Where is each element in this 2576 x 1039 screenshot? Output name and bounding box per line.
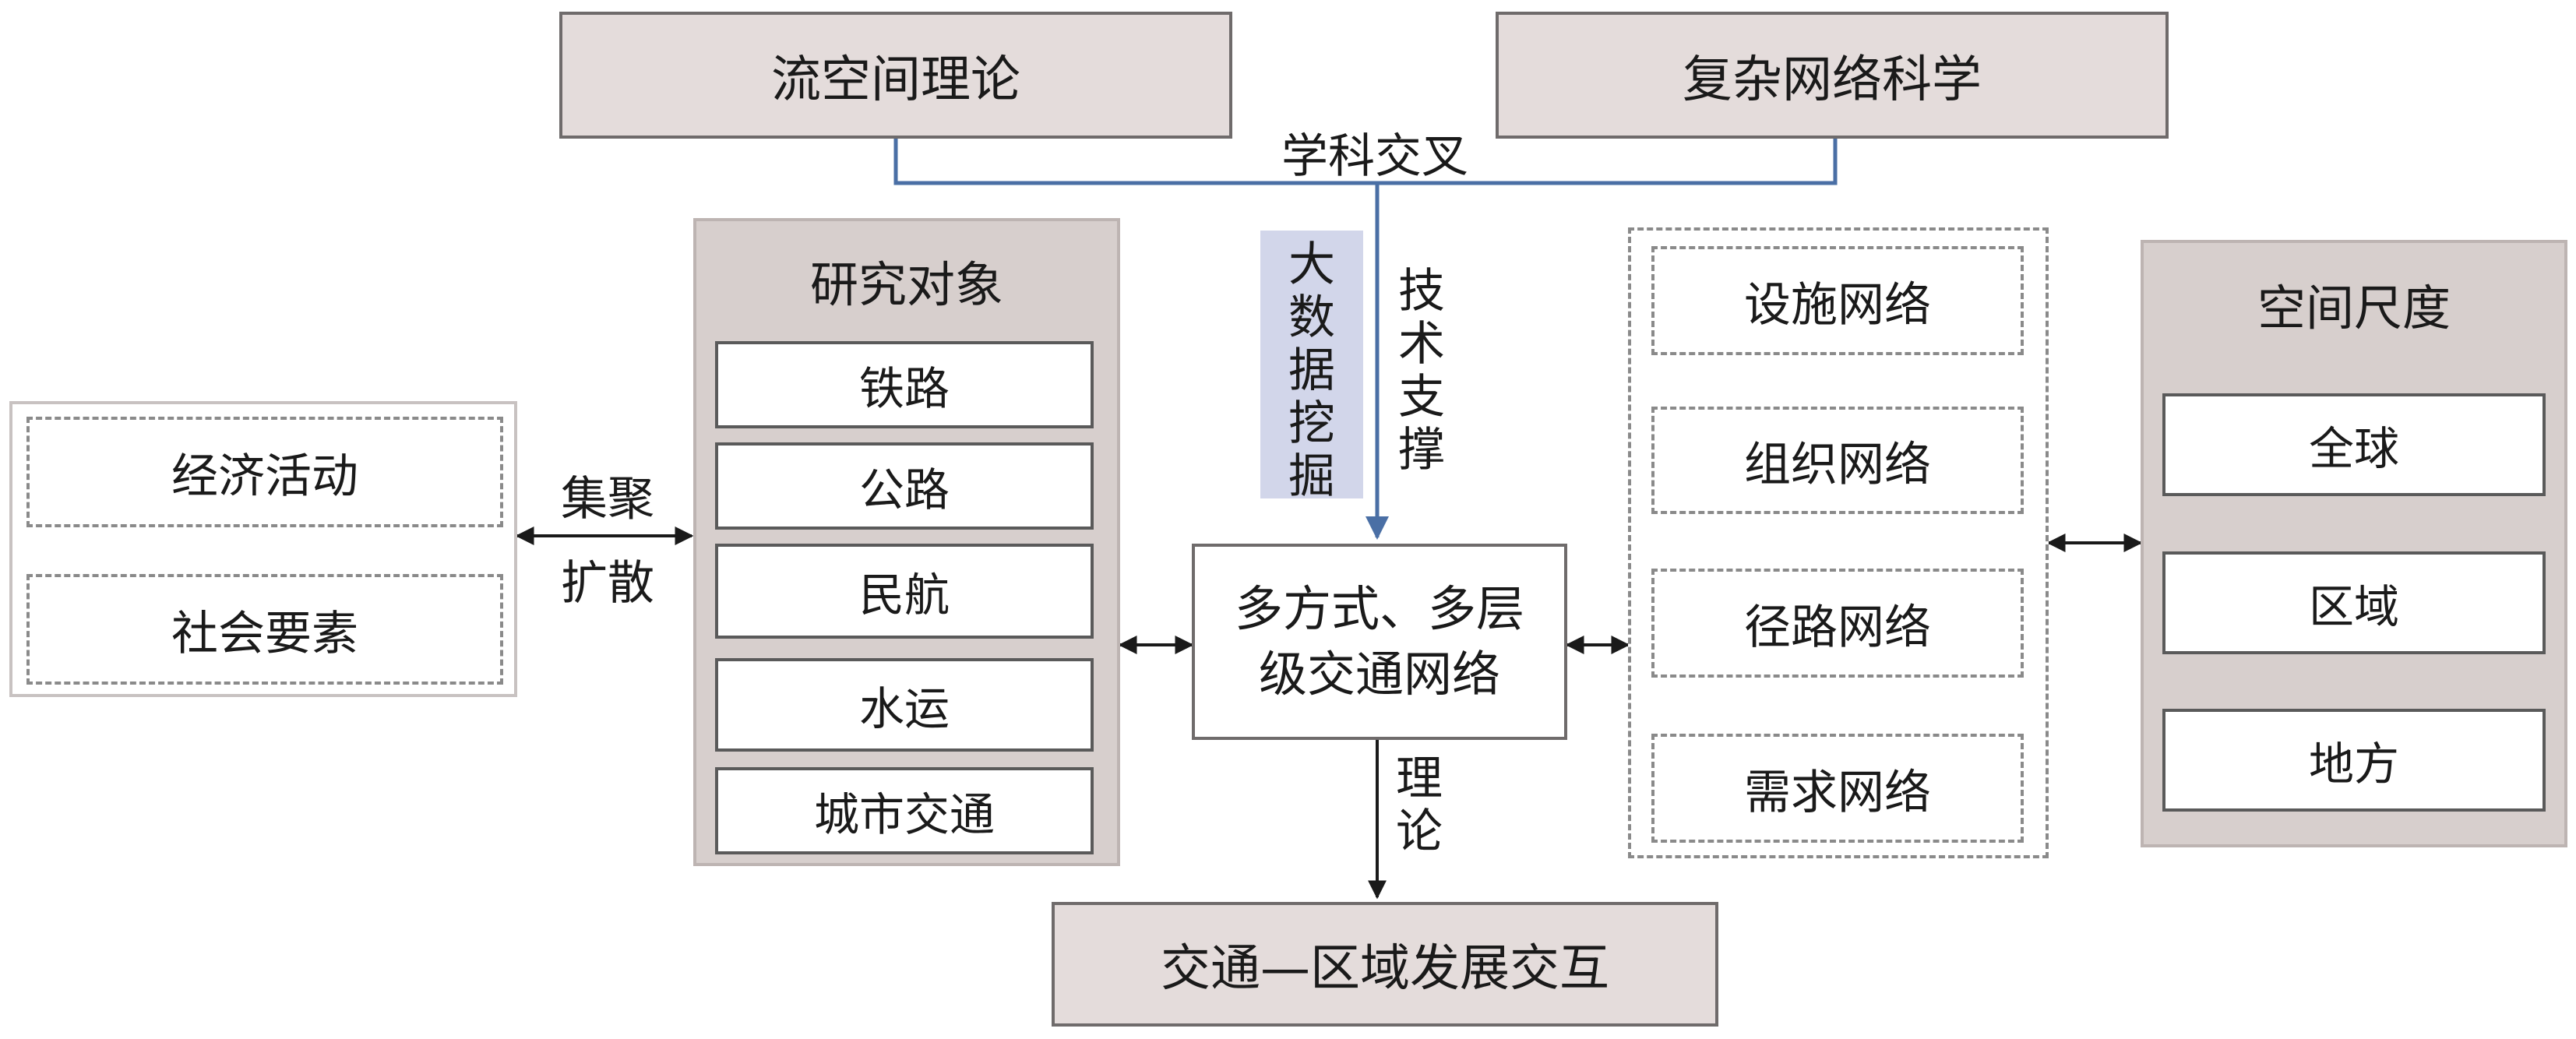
spatial-scale-title: 空间尺度 [2257,280,2451,336]
civil-aviation-label: 民航 [858,569,950,622]
regional-item: 区域 [2162,551,2546,654]
urban-transit-label: 城市交通 [813,788,995,841]
civil-aviation-item: 民航 [715,544,1094,639]
facility-network-label: 设施网络 [1744,277,1931,333]
tech-support-char: 术 [1398,317,1445,372]
highway-label: 公路 [858,463,950,516]
economic-activity-label: 经济活动 [171,449,358,504]
local-item: 地方 [2162,709,2546,812]
interdisciplinary-label: 学科交叉 [1254,125,1496,184]
global-label: 全球 [2308,422,2399,475]
theory-char: 理 [1396,752,1443,806]
transport-region-interaction-box: 交通—区域发展交互 [1052,902,1718,1027]
social-factors-label: 社会要素 [171,606,358,661]
multimodal-network-line2: 级交通网络 [1258,646,1500,703]
multimodal-network-box: 多方式、多层 级交通网络 [1192,544,1567,740]
economic-activity-box: 经济活动 [26,417,503,527]
social-factors-box: 社会要素 [26,574,503,685]
railway-item: 铁路 [715,341,1094,428]
highway-item: 公路 [715,442,1094,530]
multimodal-network-line1: 多方式、多层 [1234,580,1524,637]
demand-network-label: 需求网络 [1744,765,1931,820]
regional-label: 区域 [2308,580,2399,633]
flow-space-theory-label: 流空间理论 [771,51,1020,109]
big-data-char: 据 [1288,343,1335,398]
route-network-label: 径路网络 [1744,600,1931,655]
tech-support-label: 技 术 支 撑 [1390,265,1453,477]
diffusion-label: 扩散 [561,555,654,611]
local-label: 地方 [2308,738,2399,791]
waterway-item: 水运 [715,658,1094,752]
organization-network-label: 组织网络 [1744,437,1931,492]
big-data-mining-box [1260,231,1363,498]
facility-network-box: 设施网络 [1651,246,2024,355]
tech-support-char: 撑 [1398,423,1445,477]
tech-support-char: 技 [1398,264,1445,319]
complex-network-science-box: 复杂网络科学 [1496,12,2169,139]
organization-network-box: 组织网络 [1651,407,2024,514]
route-network-box: 径路网络 [1651,569,2024,678]
complex-network-science-label: 复杂网络科学 [1683,51,1982,109]
big-data-mining-label: 大 数 据 挖 掘 [1281,238,1343,503]
big-data-char: 掘 [1288,449,1335,504]
transport-region-interaction-label: 交通—区域发展交互 [1161,940,1609,998]
big-data-char: 大 [1288,238,1335,292]
urban-transit-item: 城市交通 [715,767,1094,854]
discipline-bracket [893,139,1838,185]
agglomeration-label: 集聚 [561,471,654,527]
railway-label: 铁路 [858,362,950,415]
theory-label: 理 论 [1388,752,1450,858]
research-object-panel [693,218,1120,866]
research-object-title: 研究对象 [809,256,1003,313]
flow-space-theory-box: 流空间理论 [559,12,1232,139]
big-data-char: 挖 [1288,396,1335,451]
tech-support-char: 支 [1398,370,1445,424]
demand-network-box: 需求网络 [1651,734,2024,843]
global-item: 全球 [2162,393,2546,496]
theory-char: 论 [1396,805,1443,859]
big-data-char: 数 [1288,291,1335,345]
waterway-label: 水运 [858,682,950,735]
